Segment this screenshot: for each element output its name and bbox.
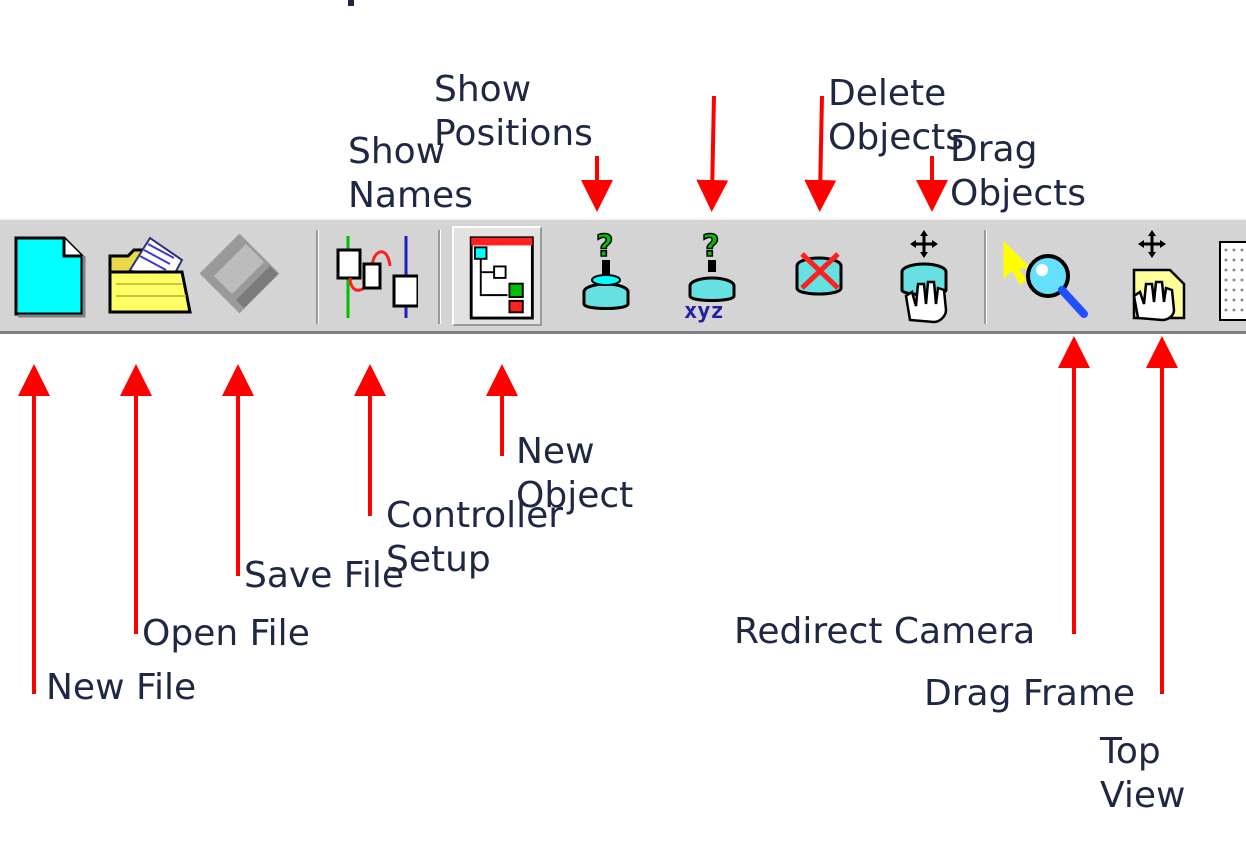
show-names-icon: ? (582, 228, 630, 310)
drag-objects-button[interactable] (880, 226, 970, 326)
arrow-delete-objects (804, 95, 837, 212)
label-new-file: New File (46, 667, 197, 708)
label-show-positions: Show Positions (434, 69, 593, 154)
label-controller-setup: Controller Setup (386, 495, 564, 580)
save-file-button[interactable] (196, 226, 286, 326)
delete-objects-icon (795, 252, 843, 296)
new-file-icon (14, 236, 86, 318)
cropped-glyph (348, 0, 354, 6)
drag-frame-icon (1132, 230, 1186, 322)
show-positions-icon: ? xyz (684, 228, 736, 324)
show-names-button[interactable]: ? (562, 226, 652, 326)
label-new-object: New Object (516, 431, 634, 516)
new-object-button[interactable] (452, 226, 542, 326)
xyz-label: xyz (684, 299, 724, 324)
show-positions-button[interactable]: ? xyz (668, 226, 758, 326)
drag-objects-icon (900, 230, 948, 324)
arrow-show-positions (696, 95, 729, 212)
floppy-disk-icon (199, 233, 280, 314)
controller-setup-button[interactable] (328, 226, 420, 326)
label-show-names: Show Names (348, 131, 473, 216)
redirect-camera-icon (1003, 240, 1088, 318)
label-drag-frame: Drag Frame (924, 673, 1136, 714)
label-save-file: Save File (244, 555, 405, 596)
delete-objects-button[interactable] (774, 226, 864, 326)
top-view-icon (1219, 241, 1246, 321)
open-file-button[interactable] (102, 226, 192, 326)
label-top-view: Top View (1100, 731, 1186, 816)
label-open-file: Open File (142, 613, 310, 654)
new-file-button[interactable] (8, 226, 98, 326)
controller-setup-icon (336, 236, 420, 318)
svg-text:?: ? (596, 229, 613, 264)
redirect-camera-button[interactable] (998, 226, 1088, 326)
open-folder-icon (108, 236, 192, 314)
drag-frame-button[interactable] (1106, 226, 1196, 326)
tree-object-icon (469, 236, 534, 320)
label-delete-objects: Delete Objects (828, 73, 965, 158)
top-view-button[interactable] (1212, 226, 1246, 326)
label-redirect-camera: Redirect Camera (734, 611, 1036, 652)
label-drag-objects: Drag Objects (950, 129, 1087, 214)
svg-text:?: ? (702, 229, 719, 264)
